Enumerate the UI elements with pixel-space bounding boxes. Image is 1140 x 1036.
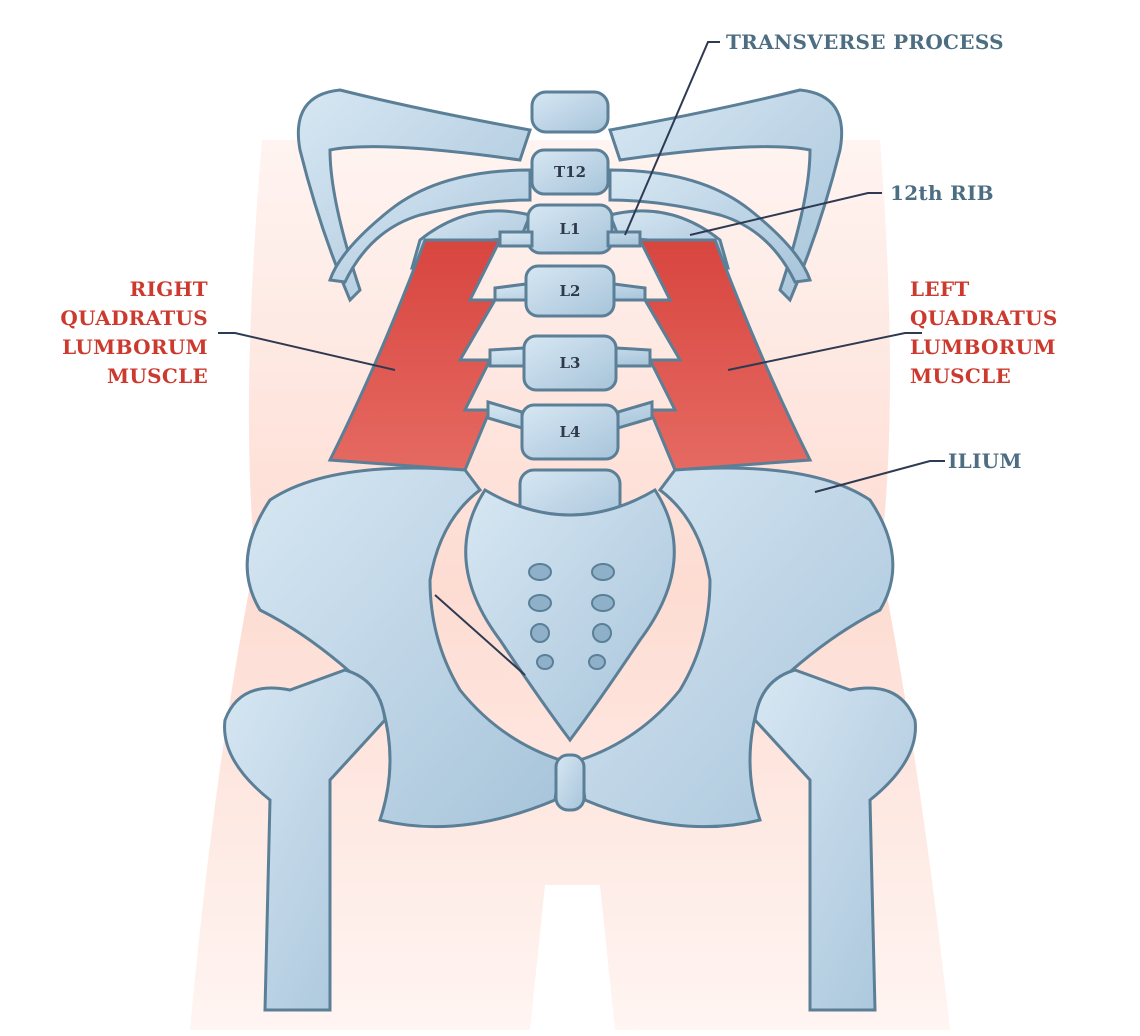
vertebra-labels: T12 L1 L2 L3 L4 [554, 163, 586, 441]
label-ilium: ILIUM [948, 449, 1022, 473]
femurs [223, 668, 917, 1012]
label-line: RIGHT [129, 277, 208, 301]
label-transverse-process: TRANSVERSE PROCESS [726, 30, 1004, 54]
vertebra-label-l1: L1 [560, 220, 581, 238]
label-line: MUSCLE [910, 364, 1012, 388]
label-line: MUSCLE [106, 364, 208, 388]
leader-lines [218, 41, 945, 676]
left-quadratus-lumborum-muscle [637, 238, 813, 472]
vertebra-label-l2: L2 [560, 282, 581, 300]
label-right-quadratus-lumborum: RIGHT QUADRATUS LUMBORUM MUSCLE [40, 275, 208, 391]
label-line: LEFT [910, 277, 970, 301]
label-left-quadratus-lumborum: LEFT QUADRATUS LUMBORUM MUSCLE [910, 275, 1058, 391]
label-line: QUADRATUS [60, 306, 208, 330]
pelvis [245, 466, 895, 829]
vertebra-label-t12: T12 [554, 163, 586, 181]
label-line: LUMBORUM [910, 335, 1056, 359]
spine [486, 90, 654, 532]
vertebra-label-l4: L4 [560, 423, 581, 441]
label-12th-rib: 12th RIB [890, 181, 994, 205]
label-line: LUMBORUM [62, 335, 208, 359]
label-line: QUADRATUS [910, 306, 1058, 330]
vertebra-label-l3: L3 [560, 354, 581, 372]
right-quadratus-lumborum-muscle [327, 238, 503, 472]
